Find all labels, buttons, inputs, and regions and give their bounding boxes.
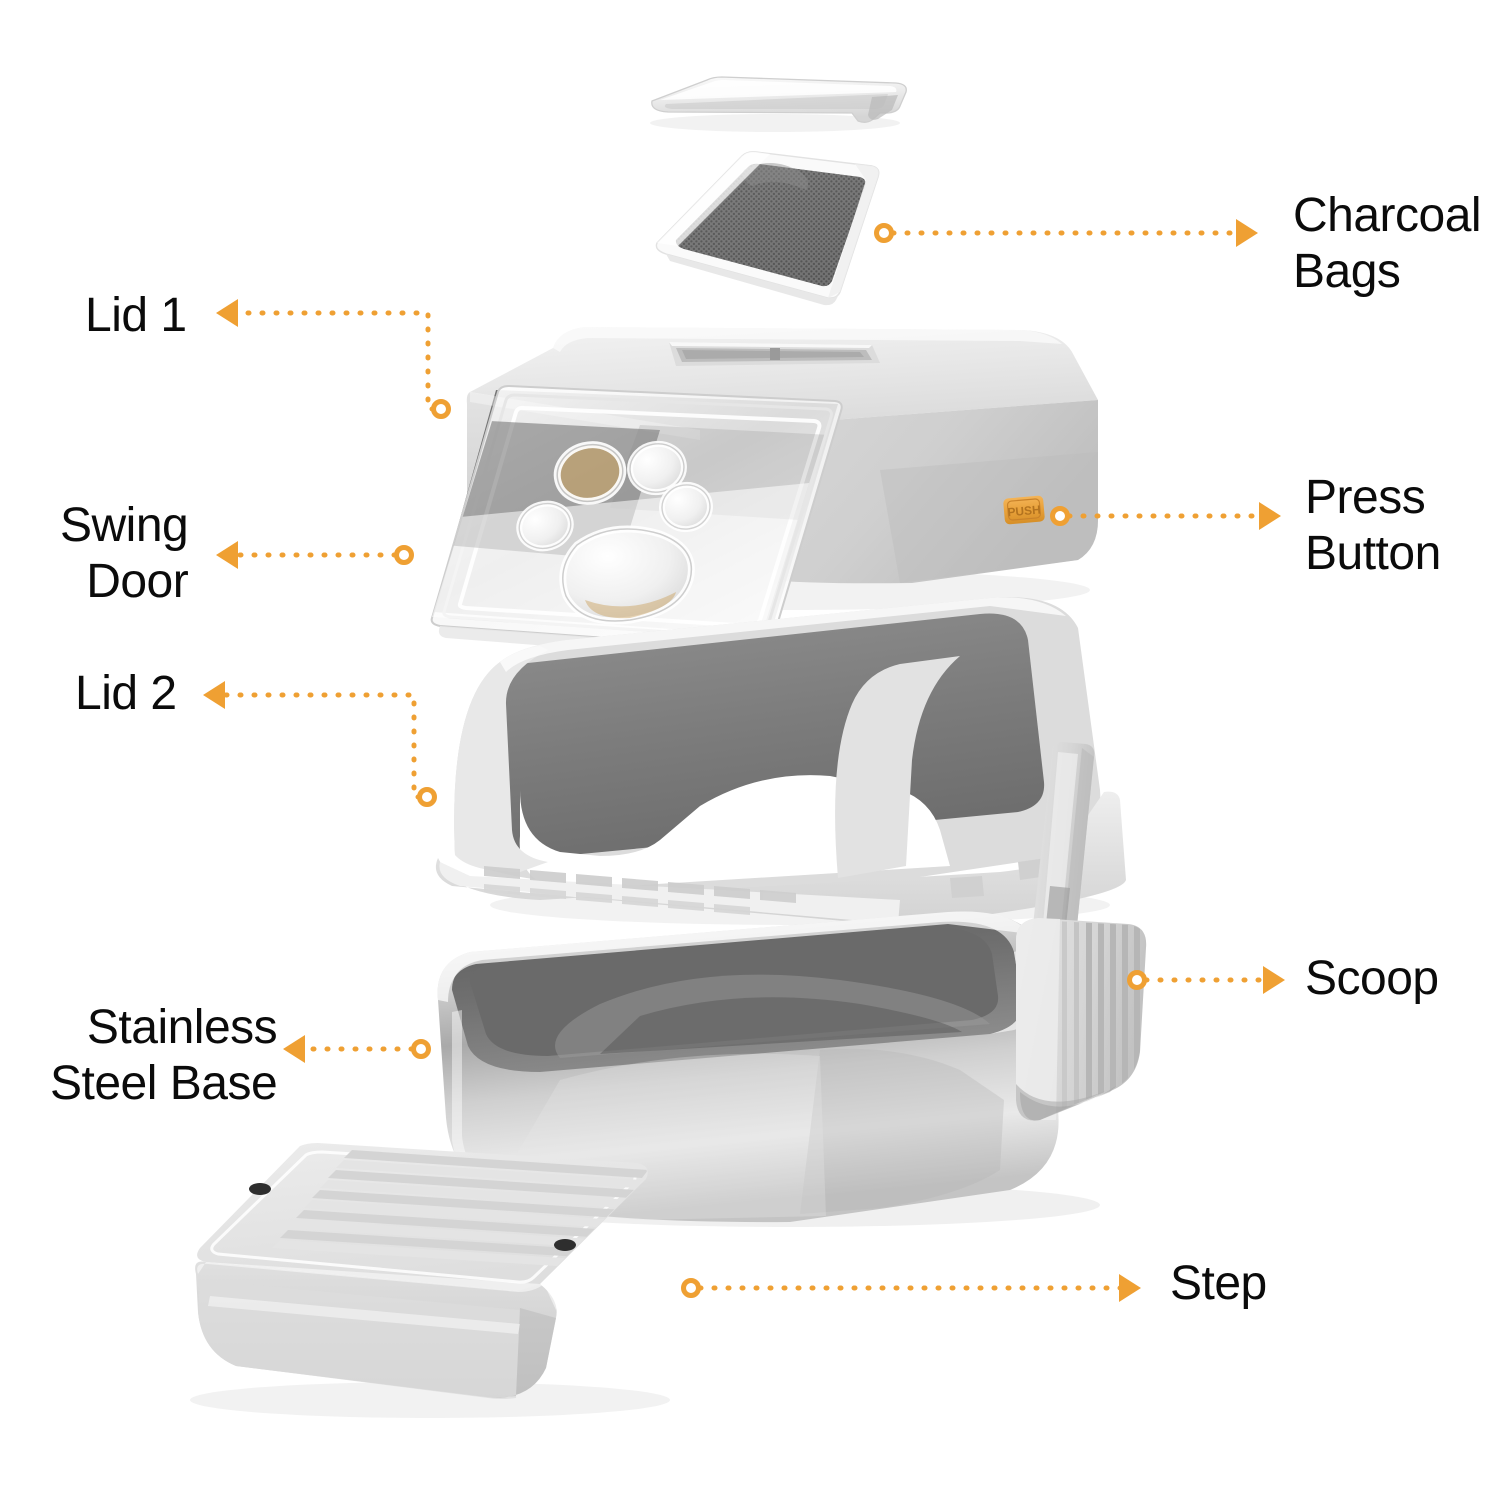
connector-origin-dot-charcoal-bags xyxy=(874,223,894,243)
label-scoop: Scoop xyxy=(1305,952,1439,1005)
connector-arrowhead-swing-door xyxy=(216,541,238,569)
callout-connector-endpoints xyxy=(203,219,1285,1302)
connector-arrowhead-lid-1 xyxy=(216,299,238,327)
part-stainless-steel-base xyxy=(437,911,1100,1227)
connector-origin-dot-stainless-steel-base xyxy=(411,1039,431,1059)
part-swing-door[interactable] xyxy=(430,384,843,663)
part-step xyxy=(190,1143,670,1418)
part-scoop xyxy=(1016,742,1147,1121)
step-drain-hole xyxy=(554,1239,576,1251)
tray-vent-slots xyxy=(484,866,796,915)
connector-origin-dot-press-button xyxy=(1050,506,1070,526)
connector-line-lid-2 xyxy=(216,692,422,800)
label-swing-door: Swing Door xyxy=(60,499,189,608)
connector-origin-dot-lid-2 xyxy=(417,787,437,807)
callout-connectors xyxy=(216,230,1276,1291)
part-lid-2 xyxy=(435,597,1126,926)
connector-arrowhead-press-button xyxy=(1259,502,1281,530)
label-charcoal-bags: Charcoal Bags xyxy=(1293,189,1482,298)
part-top-cover xyxy=(650,76,907,132)
label-stainless-steel-base: Stainless Steel Base xyxy=(50,1001,278,1110)
step-ribs xyxy=(272,1150,647,1268)
press-button-text: PUSH xyxy=(1007,503,1041,520)
label-step: Step xyxy=(1170,1257,1267,1310)
label-press-button: Press Button xyxy=(1305,471,1441,580)
label-lid-2: Lid 2 xyxy=(75,667,177,720)
connector-arrowhead-lid-2 xyxy=(203,681,225,709)
label-lid-1: Lid 1 xyxy=(85,289,187,342)
connector-origin-dot-scoop xyxy=(1127,970,1147,990)
paw-print-icon xyxy=(516,440,713,625)
connector-origin-dot-lid-1 xyxy=(431,399,451,419)
step-drain-hole xyxy=(249,1183,271,1195)
connector-line-lid-1 xyxy=(229,310,436,412)
scoop-slots xyxy=(1062,920,1140,1108)
part-charcoal-bag xyxy=(655,151,880,306)
press-button-icon[interactable]: PUSH xyxy=(1003,495,1045,525)
connector-origin-dot-step xyxy=(681,1278,701,1298)
connector-arrowhead-charcoal-bags xyxy=(1236,219,1258,247)
connector-arrowhead-stainless-steel-base xyxy=(283,1035,305,1063)
connector-arrowhead-step xyxy=(1119,1274,1141,1302)
connector-origin-dot-swing-door xyxy=(394,545,414,565)
connector-arrowhead-scoop xyxy=(1263,966,1285,994)
